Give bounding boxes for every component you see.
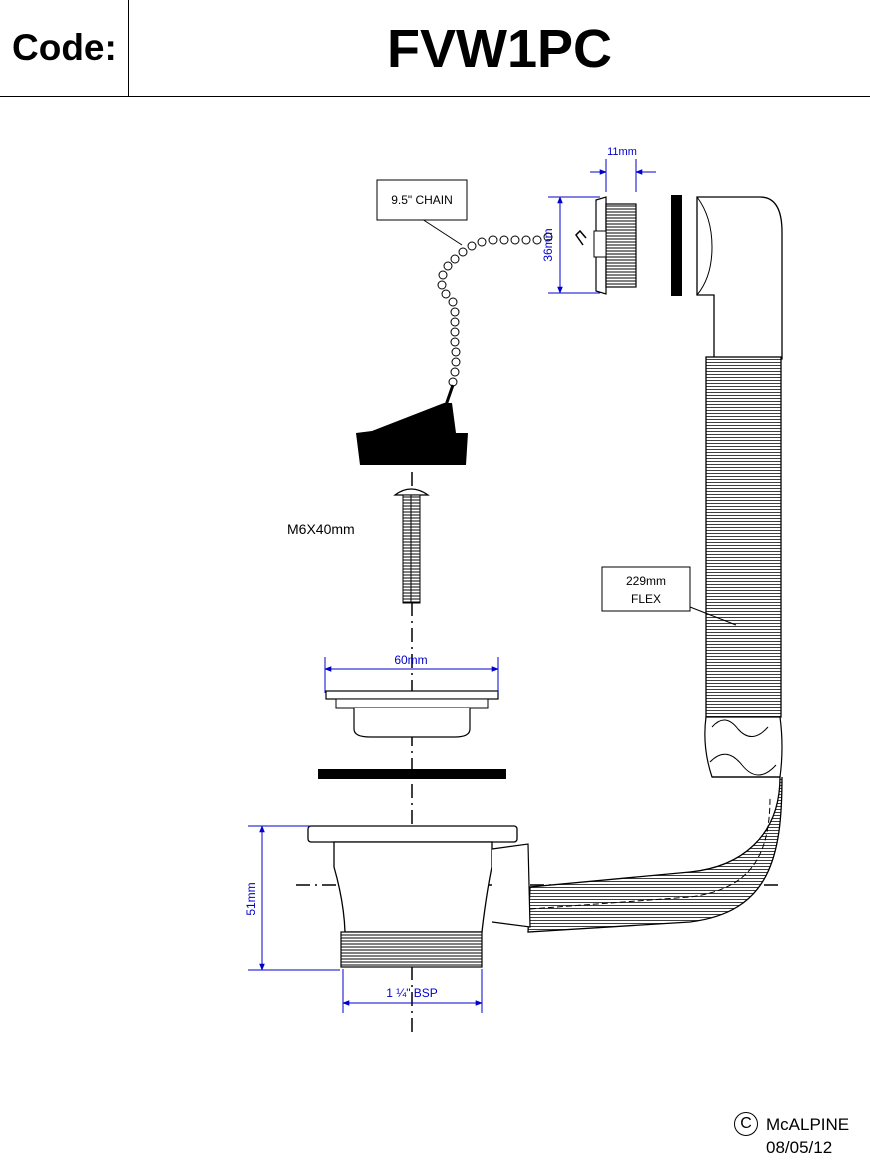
chain xyxy=(437,232,553,387)
dim-thread xyxy=(342,969,483,1013)
screw xyxy=(393,488,430,604)
hose-bend xyxy=(527,716,783,933)
company-name: McALPINE xyxy=(766,1115,850,1134)
overflow-elbow xyxy=(696,196,783,360)
dim-overflow-depth xyxy=(590,159,656,192)
code-label: Code: xyxy=(12,27,117,68)
flex-leader xyxy=(689,606,737,626)
dim-waste-flange-text: 60mm xyxy=(394,653,427,667)
copyright-icon: C xyxy=(734,1112,758,1136)
product-code: FVW1PC xyxy=(386,19,613,79)
chain-leader xyxy=(421,218,463,246)
dim-overflow-depth-text: 11mm xyxy=(607,146,637,158)
dim-waste-flange xyxy=(324,657,499,693)
screw-label: M6X40mm xyxy=(287,521,355,537)
dim-overflow-height-text: 36mm xyxy=(541,228,555,261)
flange-washer xyxy=(318,769,506,779)
flex-length-label: 229mm xyxy=(626,574,666,588)
waste-body xyxy=(307,825,531,968)
flex-label-box xyxy=(601,566,691,612)
dim-waste-height-text: 51mm xyxy=(244,882,258,915)
drawing-date: 08/05/12 xyxy=(766,1138,833,1157)
dim-thread-text: 1 ¼" BSP xyxy=(386,986,438,1000)
plug xyxy=(356,384,468,465)
technical-drawing: 9.5" CHAIN M6X40mm 11mm 36mm 6 xyxy=(244,146,783,1032)
dim-waste-height xyxy=(248,825,340,971)
flex-word-label: FLEX xyxy=(631,592,661,606)
overflow-outlet xyxy=(575,196,637,295)
waste-grid xyxy=(325,690,499,738)
flexible-hose-vertical xyxy=(705,356,782,718)
chain-label: 9.5" CHAIN xyxy=(391,193,453,207)
overflow-gasket xyxy=(671,195,682,296)
title-block-divider xyxy=(128,0,129,97)
dim-overflow-height xyxy=(548,196,600,294)
chain-label-box xyxy=(376,179,468,221)
title-block: Code: FVW1PC xyxy=(0,0,870,97)
